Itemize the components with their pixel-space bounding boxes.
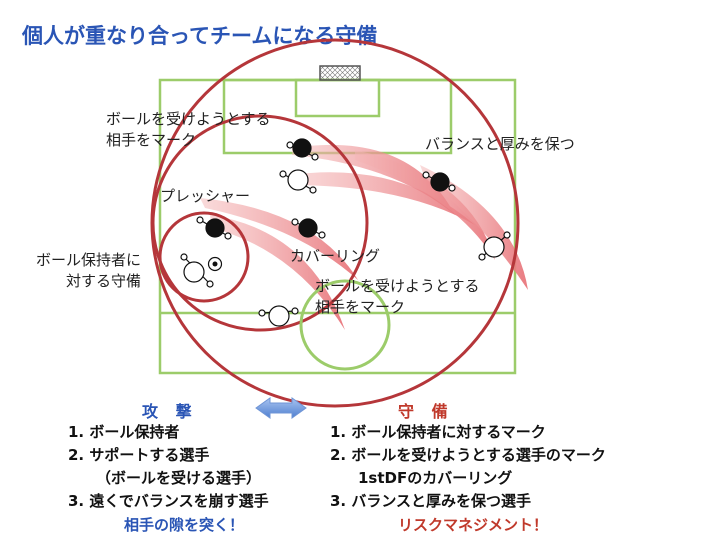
attack-heading: 攻 撃 — [142, 402, 198, 421]
wedge-4 — [420, 165, 528, 290]
attacker-icon — [180, 253, 214, 288]
defense-item: 1stDFのカバーリング — [358, 469, 513, 487]
defense-heading: 守 備 — [398, 402, 454, 421]
attack-tagline: 相手の隙を突く！ — [124, 516, 245, 534]
receiver-zone-circle — [299, 279, 391, 371]
label-line: 相手をマーク — [315, 298, 406, 316]
defense-list: 1. ボール保持者に対するマーク 2. ボールを受けようとする選手のマーク 1s… — [330, 421, 606, 513]
attack-item: 3. 遠くでバランスを崩す選手 — [68, 492, 269, 510]
defenders — [196, 138, 456, 240]
defense-tagline: リスクマネジメント！ — [398, 516, 549, 534]
label-pressure: プレッシャー — [160, 187, 251, 205]
wedge-2 — [290, 172, 475, 225]
soccer-ball-icon — [207, 256, 223, 272]
double-arrow-icon — [255, 397, 307, 419]
label-line: 対する守備 — [66, 272, 142, 290]
label-ball-holder: ボール保持者に 対する守備 — [36, 250, 141, 292]
defender-icon — [196, 216, 232, 240]
label-mark-receiver-2: ボールを受けようとする 相手をマーク — [315, 276, 480, 318]
defense-item: 3. バランスと厚みを保つ選手 — [330, 492, 532, 510]
label-line: ボールを受けようとする — [106, 110, 271, 128]
attack-list: 1. ボール保持者 2. サポートする選手 （ボールを受ける選手） 3. 遠くで… — [68, 421, 269, 513]
defense-item: 2. ボールを受けようとする選手のマーク — [330, 446, 606, 464]
defender-icon — [291, 218, 326, 239]
attackers — [180, 169, 511, 327]
attack-item: 2. サポートする選手 — [68, 446, 210, 464]
goal-area — [294, 78, 381, 118]
zones — [150, 38, 520, 408]
attack-item: （ボールを受ける選手） — [96, 469, 262, 487]
label-line: ボール保持者に — [36, 251, 142, 269]
label-covering: カバーリング — [290, 247, 381, 265]
defender-icon — [286, 138, 319, 161]
label-line: 相手をマーク — [106, 131, 197, 149]
label-mark-receiver-1: ボールを受けようとする 相手をマーク — [106, 109, 271, 151]
goal-net-icon — [319, 65, 361, 81]
attacker-icon — [478, 231, 511, 261]
page-title: 個人が重なり合ってチームになる守備 — [22, 24, 378, 48]
pressure-zone-circle — [151, 114, 369, 332]
wedge-5 — [200, 198, 358, 280]
attacker-icon — [258, 305, 299, 327]
attack-item: 1. ボール保持者 — [68, 423, 180, 441]
defense-item: 1. ボール保持者に対するマーク — [330, 423, 546, 441]
ball-holder-zone-circle — [158, 211, 250, 303]
label-line: ボールを受けようとする — [315, 277, 480, 295]
wedge-3 — [355, 150, 495, 260]
label-balance: バランスと厚みを保つ — [425, 135, 575, 153]
defender-icon — [422, 171, 456, 192]
attacker-icon — [279, 169, 317, 194]
